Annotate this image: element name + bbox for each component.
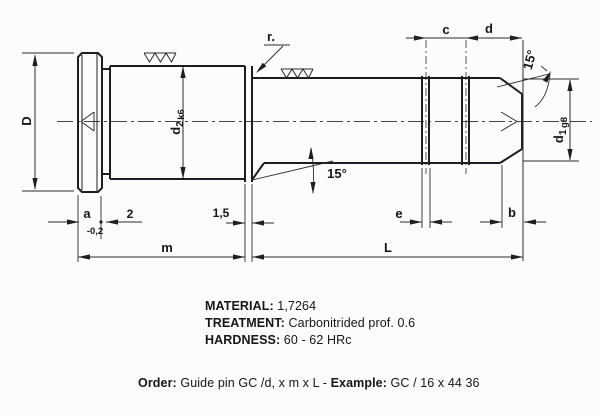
arrowhead-down: [32, 178, 38, 190]
arrowhead-down: [180, 167, 186, 179]
arrowhead-up: [567, 79, 573, 91]
arrowhead-left: [524, 219, 536, 225]
dimension-d1: d1g8: [523, 78, 579, 162]
dimension-c-d: c d: [406, 21, 524, 261]
pin-outline: [77, 52, 523, 193]
angle-reference-line: [496, 73, 550, 88]
dimension-D: D: [19, 52, 74, 192]
order-example-value: GC / 16 x 44 36: [386, 376, 480, 390]
arrowhead-up: [32, 54, 38, 66]
dim-label-2: 2: [127, 207, 134, 221]
head-center-hole-icon: [80, 111, 95, 132]
arrowhead-down: [310, 182, 316, 194]
arrowhead-right: [67, 219, 79, 225]
dim-label-D: D: [19, 116, 34, 125]
spec-label: TREATMENT:: [205, 316, 285, 330]
arrowhead-right: [490, 219, 502, 225]
dim-point: [99, 220, 103, 224]
order-format: Guide pin GC /d, x m x L -: [176, 376, 331, 390]
radius-label: r.: [267, 29, 275, 44]
dim-label-b: b: [508, 205, 516, 220]
dim-label-e: e: [395, 206, 402, 221]
tip-chamfer-top: [499, 77, 523, 95]
dim-label-a-tolerance: -0,2: [87, 226, 103, 237]
head-flange: [77, 52, 103, 193]
dimension-L: L: [252, 240, 523, 260]
dimension-b: b: [480, 165, 546, 228]
arrowhead-left: [252, 220, 264, 226]
dim-label-a: a: [83, 206, 91, 221]
arrowhead: [256, 62, 267, 73]
dim-label-d: d: [485, 21, 493, 36]
spec-row-material: MATERIAL: 1,7264: [205, 298, 415, 315]
arrowhead-up: [308, 147, 314, 159]
technical-drawing: D d2k6 d1g8 c d: [19, 21, 592, 262]
surface-finish-icon: [143, 52, 177, 64]
dim-label-d2: d2k6: [168, 109, 187, 135]
dim-label-d1: d1g8: [551, 117, 570, 143]
arrowhead-left: [252, 254, 264, 260]
dimension-d2: d2k6: [168, 66, 187, 179]
spec-row-hardness: HARDNESS: 60 - 62 HRc: [205, 332, 415, 349]
arrowhead-right: [233, 220, 245, 226]
dim-label-c: c: [442, 22, 449, 37]
leader-arc: [534, 73, 551, 108]
shoulder-chamfer: [251, 162, 265, 181]
arrowhead-down: [567, 149, 573, 161]
arrowhead-left: [78, 254, 90, 260]
label-tick: [540, 65, 548, 72]
dim-label-m: m: [161, 240, 173, 255]
center-hole-marks: [80, 111, 518, 132]
arrowhead: [542, 71, 551, 83]
arrowhead-left: [466, 35, 478, 41]
centerline: [57, 40, 592, 174]
spec-label: HARDNESS:: [205, 333, 281, 347]
angle-reference-line: [251, 160, 334, 181]
spec-value: 1,7264: [273, 299, 317, 313]
arrowhead-right: [414, 35, 426, 41]
radius-callout: r.: [256, 29, 290, 73]
tip-center-hole-icon: [500, 111, 518, 132]
tip-chamfer-angle: 15°: [496, 48, 551, 108]
surface-finish-icon: [280, 68, 314, 80]
spec-value: Carbonitrided prof. 0.6: [284, 316, 416, 330]
arrowhead-left: [430, 219, 442, 225]
order-label: Order:: [138, 376, 177, 390]
arrowhead-right: [511, 254, 523, 260]
arrowhead-up: [180, 66, 186, 78]
spec-value: 60 - 62 HRc: [280, 333, 352, 347]
arrowhead-right: [410, 219, 422, 225]
dimension-m: m: [77, 195, 245, 262]
dimension-1-5: 1,5: [213, 184, 274, 262]
arrowhead-left: [106, 219, 118, 225]
arrowhead-right: [233, 254, 245, 260]
angle-label-tip: 15°: [520, 48, 540, 71]
order-example-label: Example:: [330, 376, 387, 390]
shoulder-angle: 15°: [251, 147, 347, 194]
dim-label-1-5: 1,5: [213, 206, 230, 220]
surface-finish-marks: [143, 52, 314, 80]
material-specs: MATERIAL: 1,7264 TREATMENT: Carbonitride…: [205, 298, 415, 349]
spec-row-treatment: TREATMENT: Carbonitrided prof. 0.6: [205, 315, 415, 332]
spec-label: MATERIAL:: [205, 299, 274, 313]
order-info: Order: Guide pin GC /d, x m x L - Exampl…: [138, 376, 480, 390]
tip-chamfer-bottom: [499, 148, 523, 164]
dim-label-L: L: [384, 240, 392, 255]
dimension-e: e: [395, 168, 452, 228]
angle-label-shoulder: 15°: [327, 166, 347, 181]
arrowhead-right: [510, 35, 522, 41]
dimension-a-2: a -0,2 2: [48, 196, 142, 239]
